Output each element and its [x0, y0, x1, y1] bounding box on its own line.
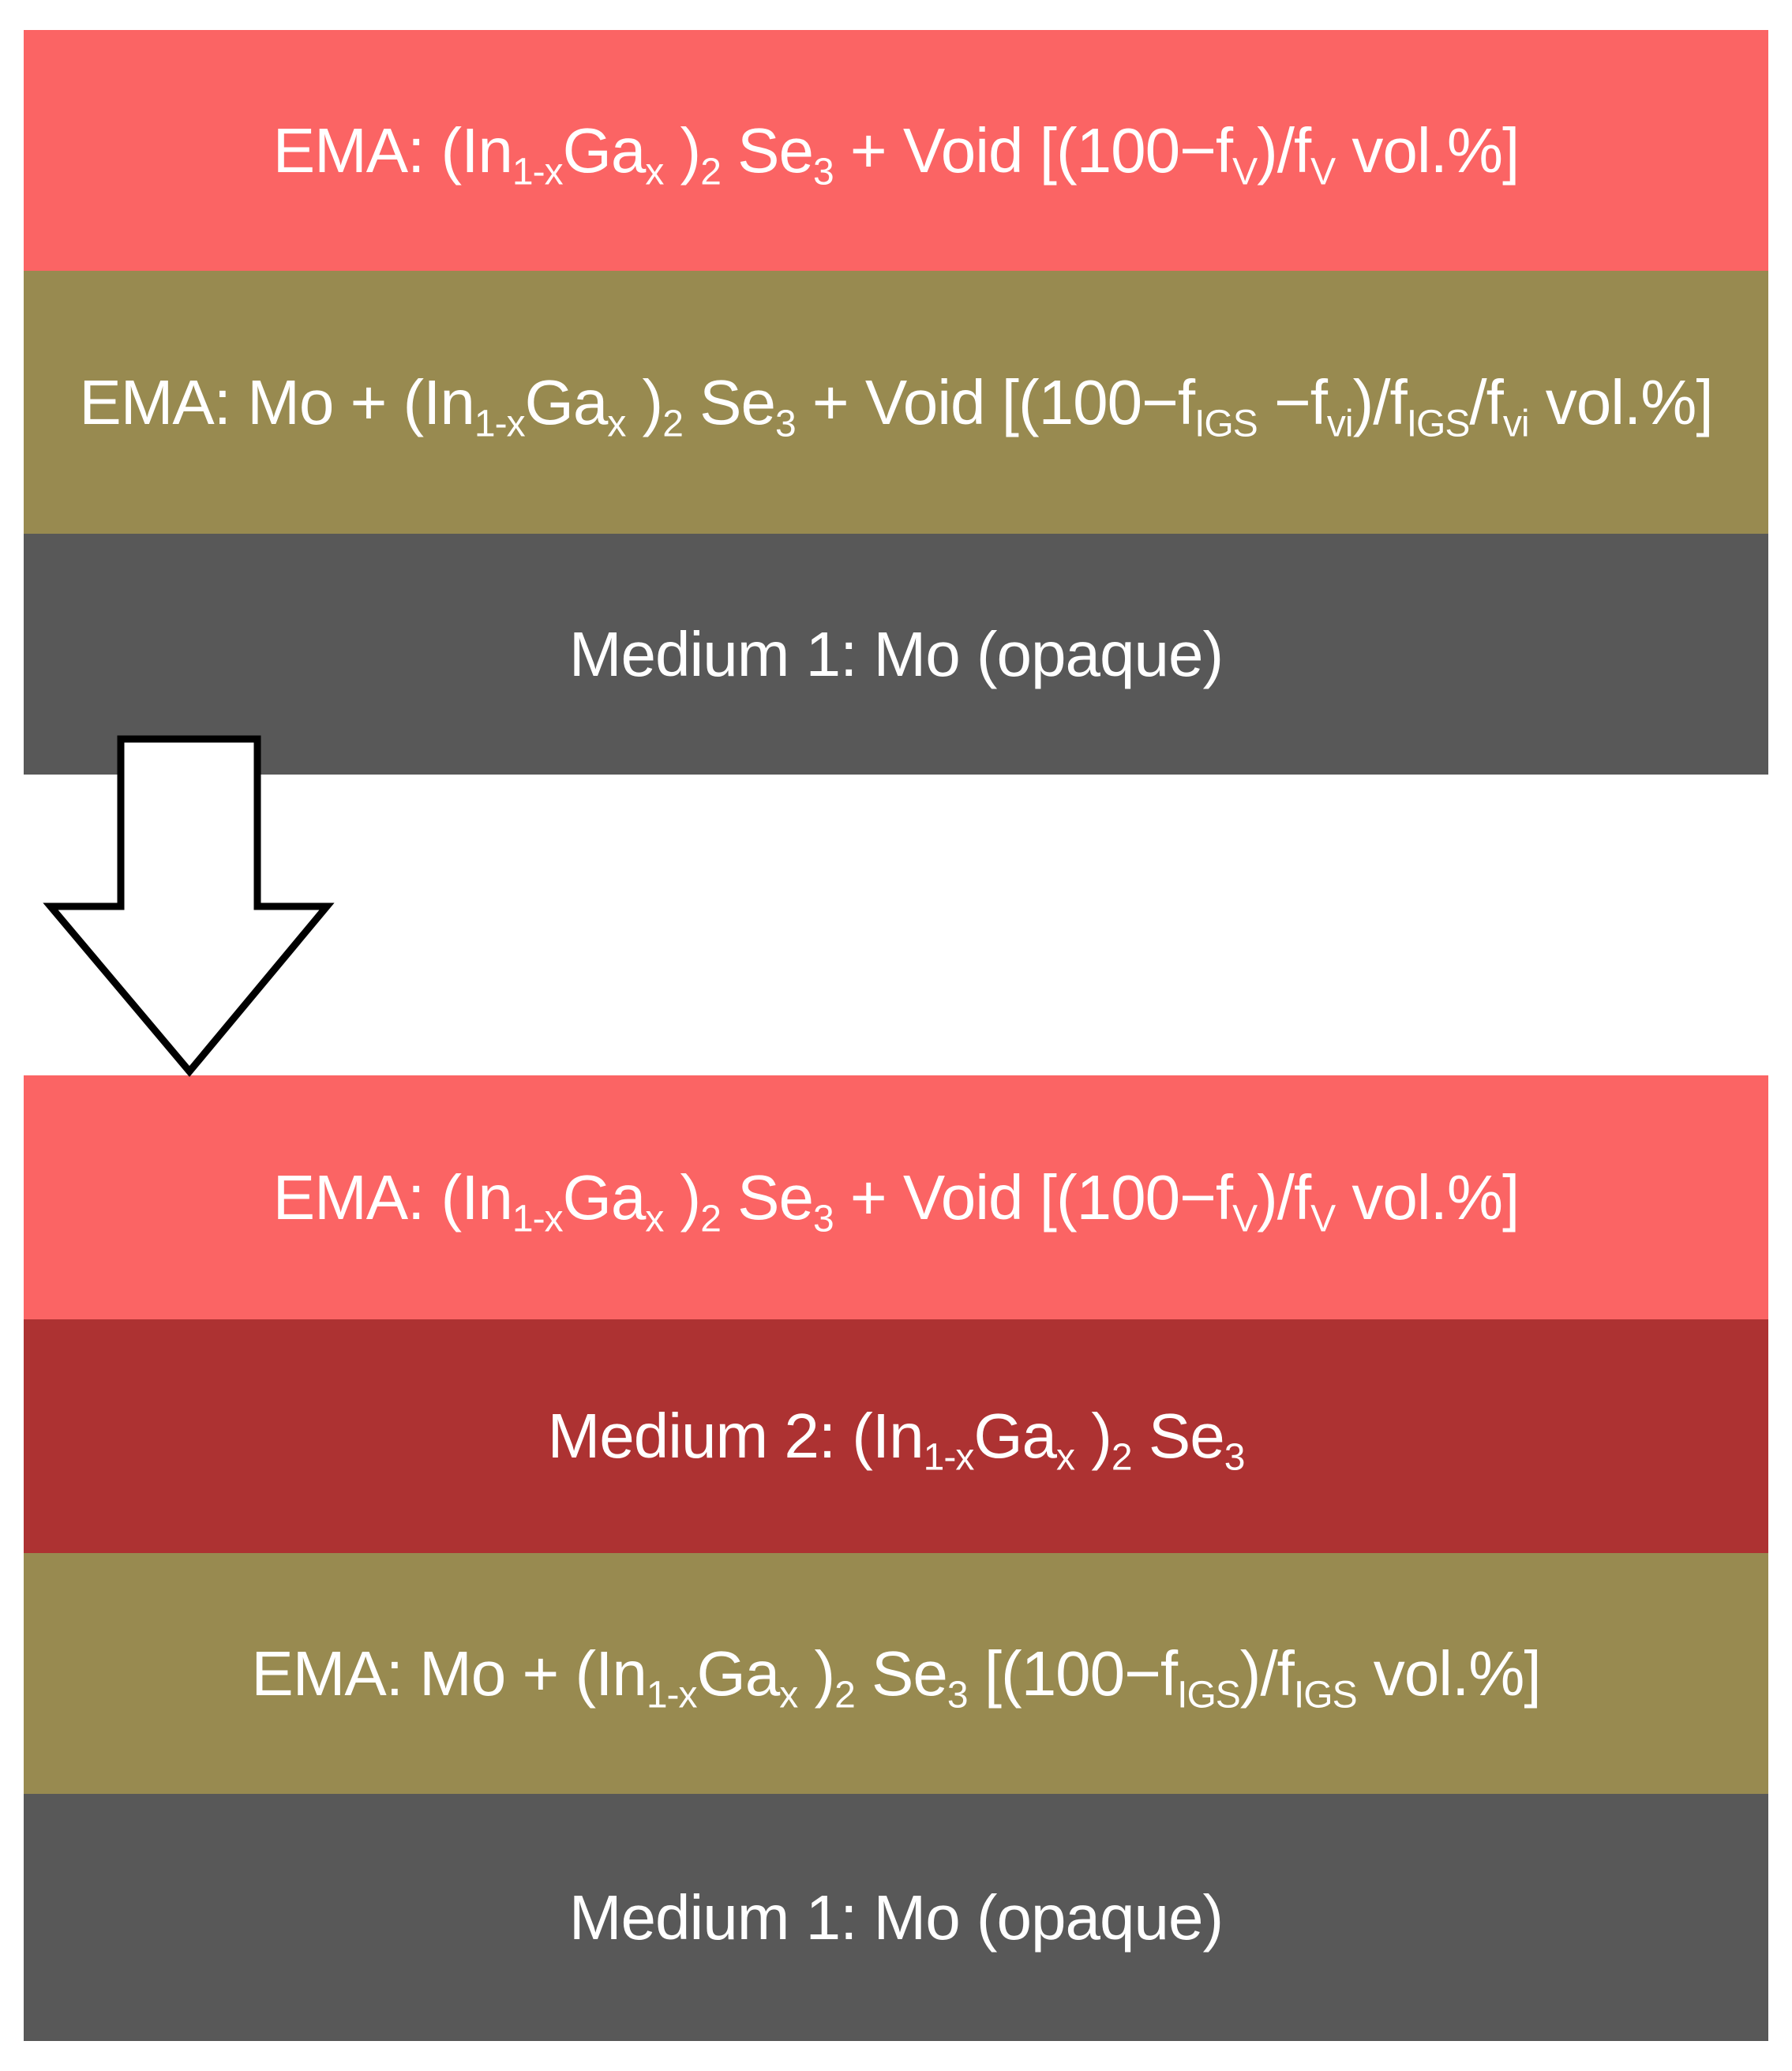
- layer-label: Medium 1: Mo (opaque): [568, 1882, 1224, 1953]
- top-layer-ema-void: EMA: (In1-xGax )2 Se3 + Void [(100−fV)/f…: [24, 30, 1768, 271]
- top-layer-ema-mo-igs-void: EMA: Mo + (In1-xGax )2 Se3 + Void [(100−…: [24, 271, 1768, 534]
- layer-label: Medium 2: (In1-xGax )2 Se3: [547, 1401, 1246, 1479]
- bottom-layer-ema-void: EMA: (In1-xGax )2 Se3 + Void [(100−fV)/f…: [24, 1075, 1768, 1319]
- bottom-layer-medium-2-igs: Medium 2: (In1-xGax )2 Se3: [24, 1319, 1768, 1553]
- top-layer-medium-1-mo: Medium 1: Mo (opaque): [24, 534, 1768, 775]
- layer-label: Medium 1: Mo (opaque): [568, 618, 1224, 689]
- layer-label: EMA: Mo + (In1-xGax )2 Se3 + Void [(100−…: [79, 366, 1713, 445]
- bottom-layer-medium-1-mo: Medium 1: Mo (opaque): [24, 1794, 1768, 2041]
- down-arrow-shape: [43, 735, 335, 1078]
- layer-label: EMA: (In1-xGax )2 Se3 + Void [(100−fV)/f…: [272, 114, 1520, 193]
- layer-label: EMA: (In1-xGax )2 Se3 + Void [(100−fV)/f…: [272, 1161, 1520, 1240]
- layer-label: EMA: Mo + (In1-xGax )2 Se3 [(100−fIGS)/f…: [251, 1638, 1541, 1716]
- bottom-layer-ema-mo-igs: EMA: Mo + (In1-xGax )2 Se3 [(100−fIGS)/f…: [24, 1553, 1768, 1794]
